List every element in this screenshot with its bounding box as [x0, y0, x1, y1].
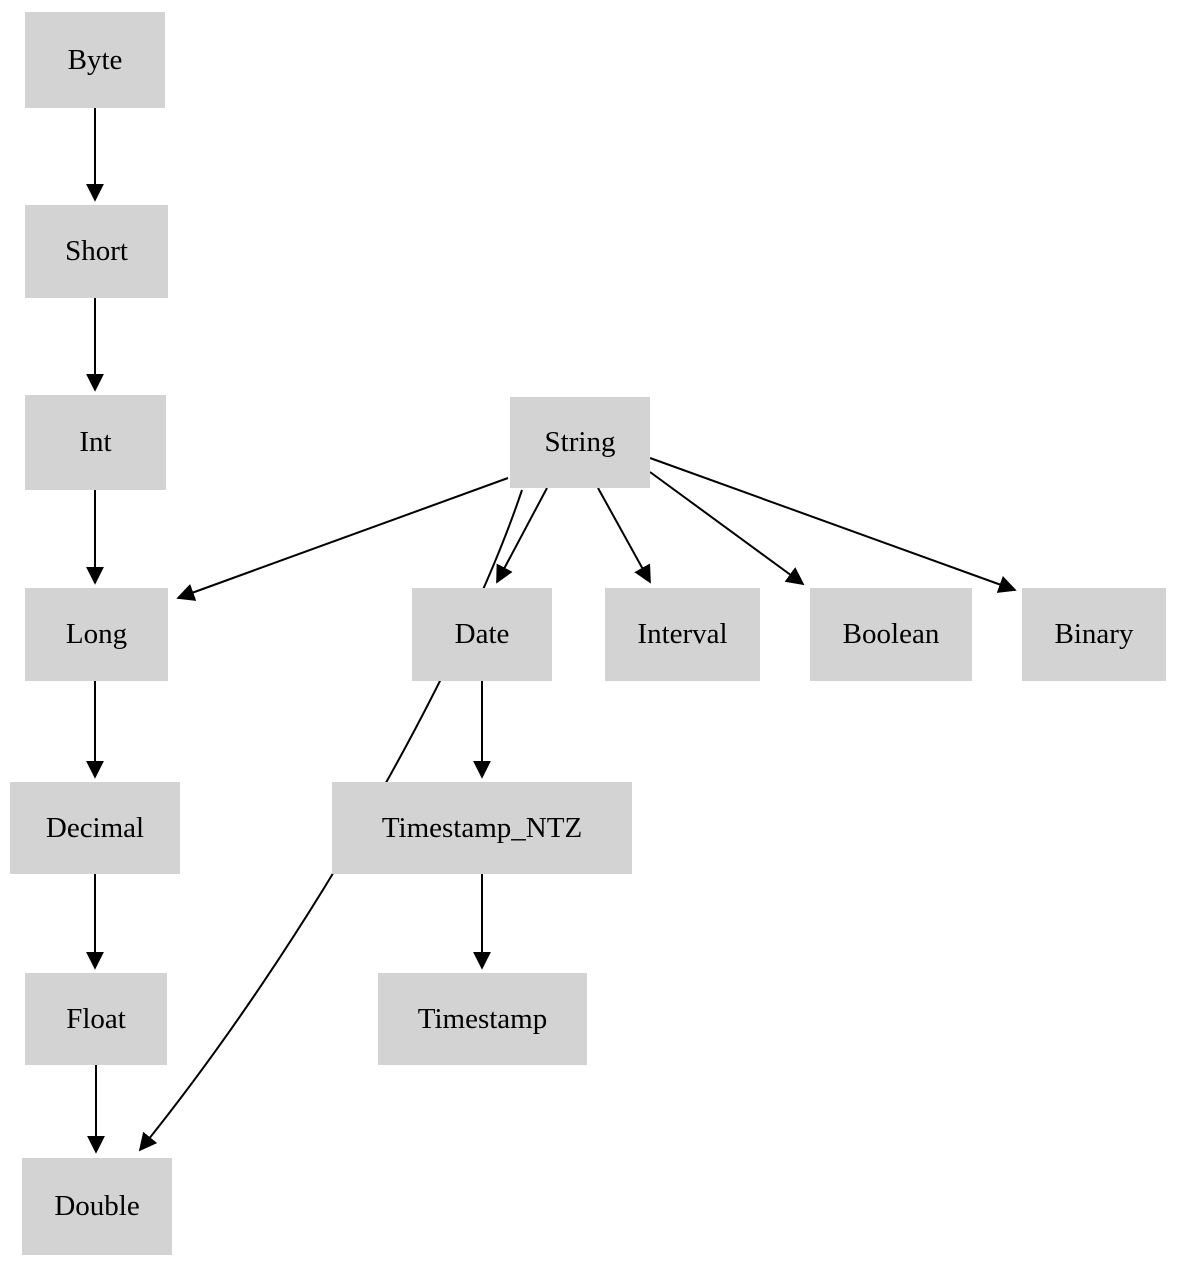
node-decimal: Decimal	[10, 782, 180, 874]
node-binary: Binary	[1022, 588, 1166, 681]
node-byte: Byte	[25, 12, 165, 108]
node-timestamp-ntz: Timestamp_NTZ	[332, 782, 632, 874]
node-int: Int	[25, 395, 166, 490]
node-date: Date	[412, 588, 552, 681]
node-string: String	[510, 397, 650, 488]
node-interval: Interval	[605, 588, 760, 681]
node-double: Double	[22, 1158, 172, 1255]
edge-string-long	[176, 477, 509, 601]
node-long: Long	[25, 588, 168, 681]
node-float: Float	[25, 973, 167, 1065]
edge-string-date	[496, 487, 548, 584]
node-short: Short	[25, 205, 168, 298]
edge-string-interval	[597, 487, 651, 584]
node-timestamp: Timestamp	[378, 973, 587, 1065]
node-boolean: Boolean	[810, 588, 972, 681]
edge-string-binary	[649, 457, 1017, 593]
edge-string-boolean	[649, 471, 805, 586]
